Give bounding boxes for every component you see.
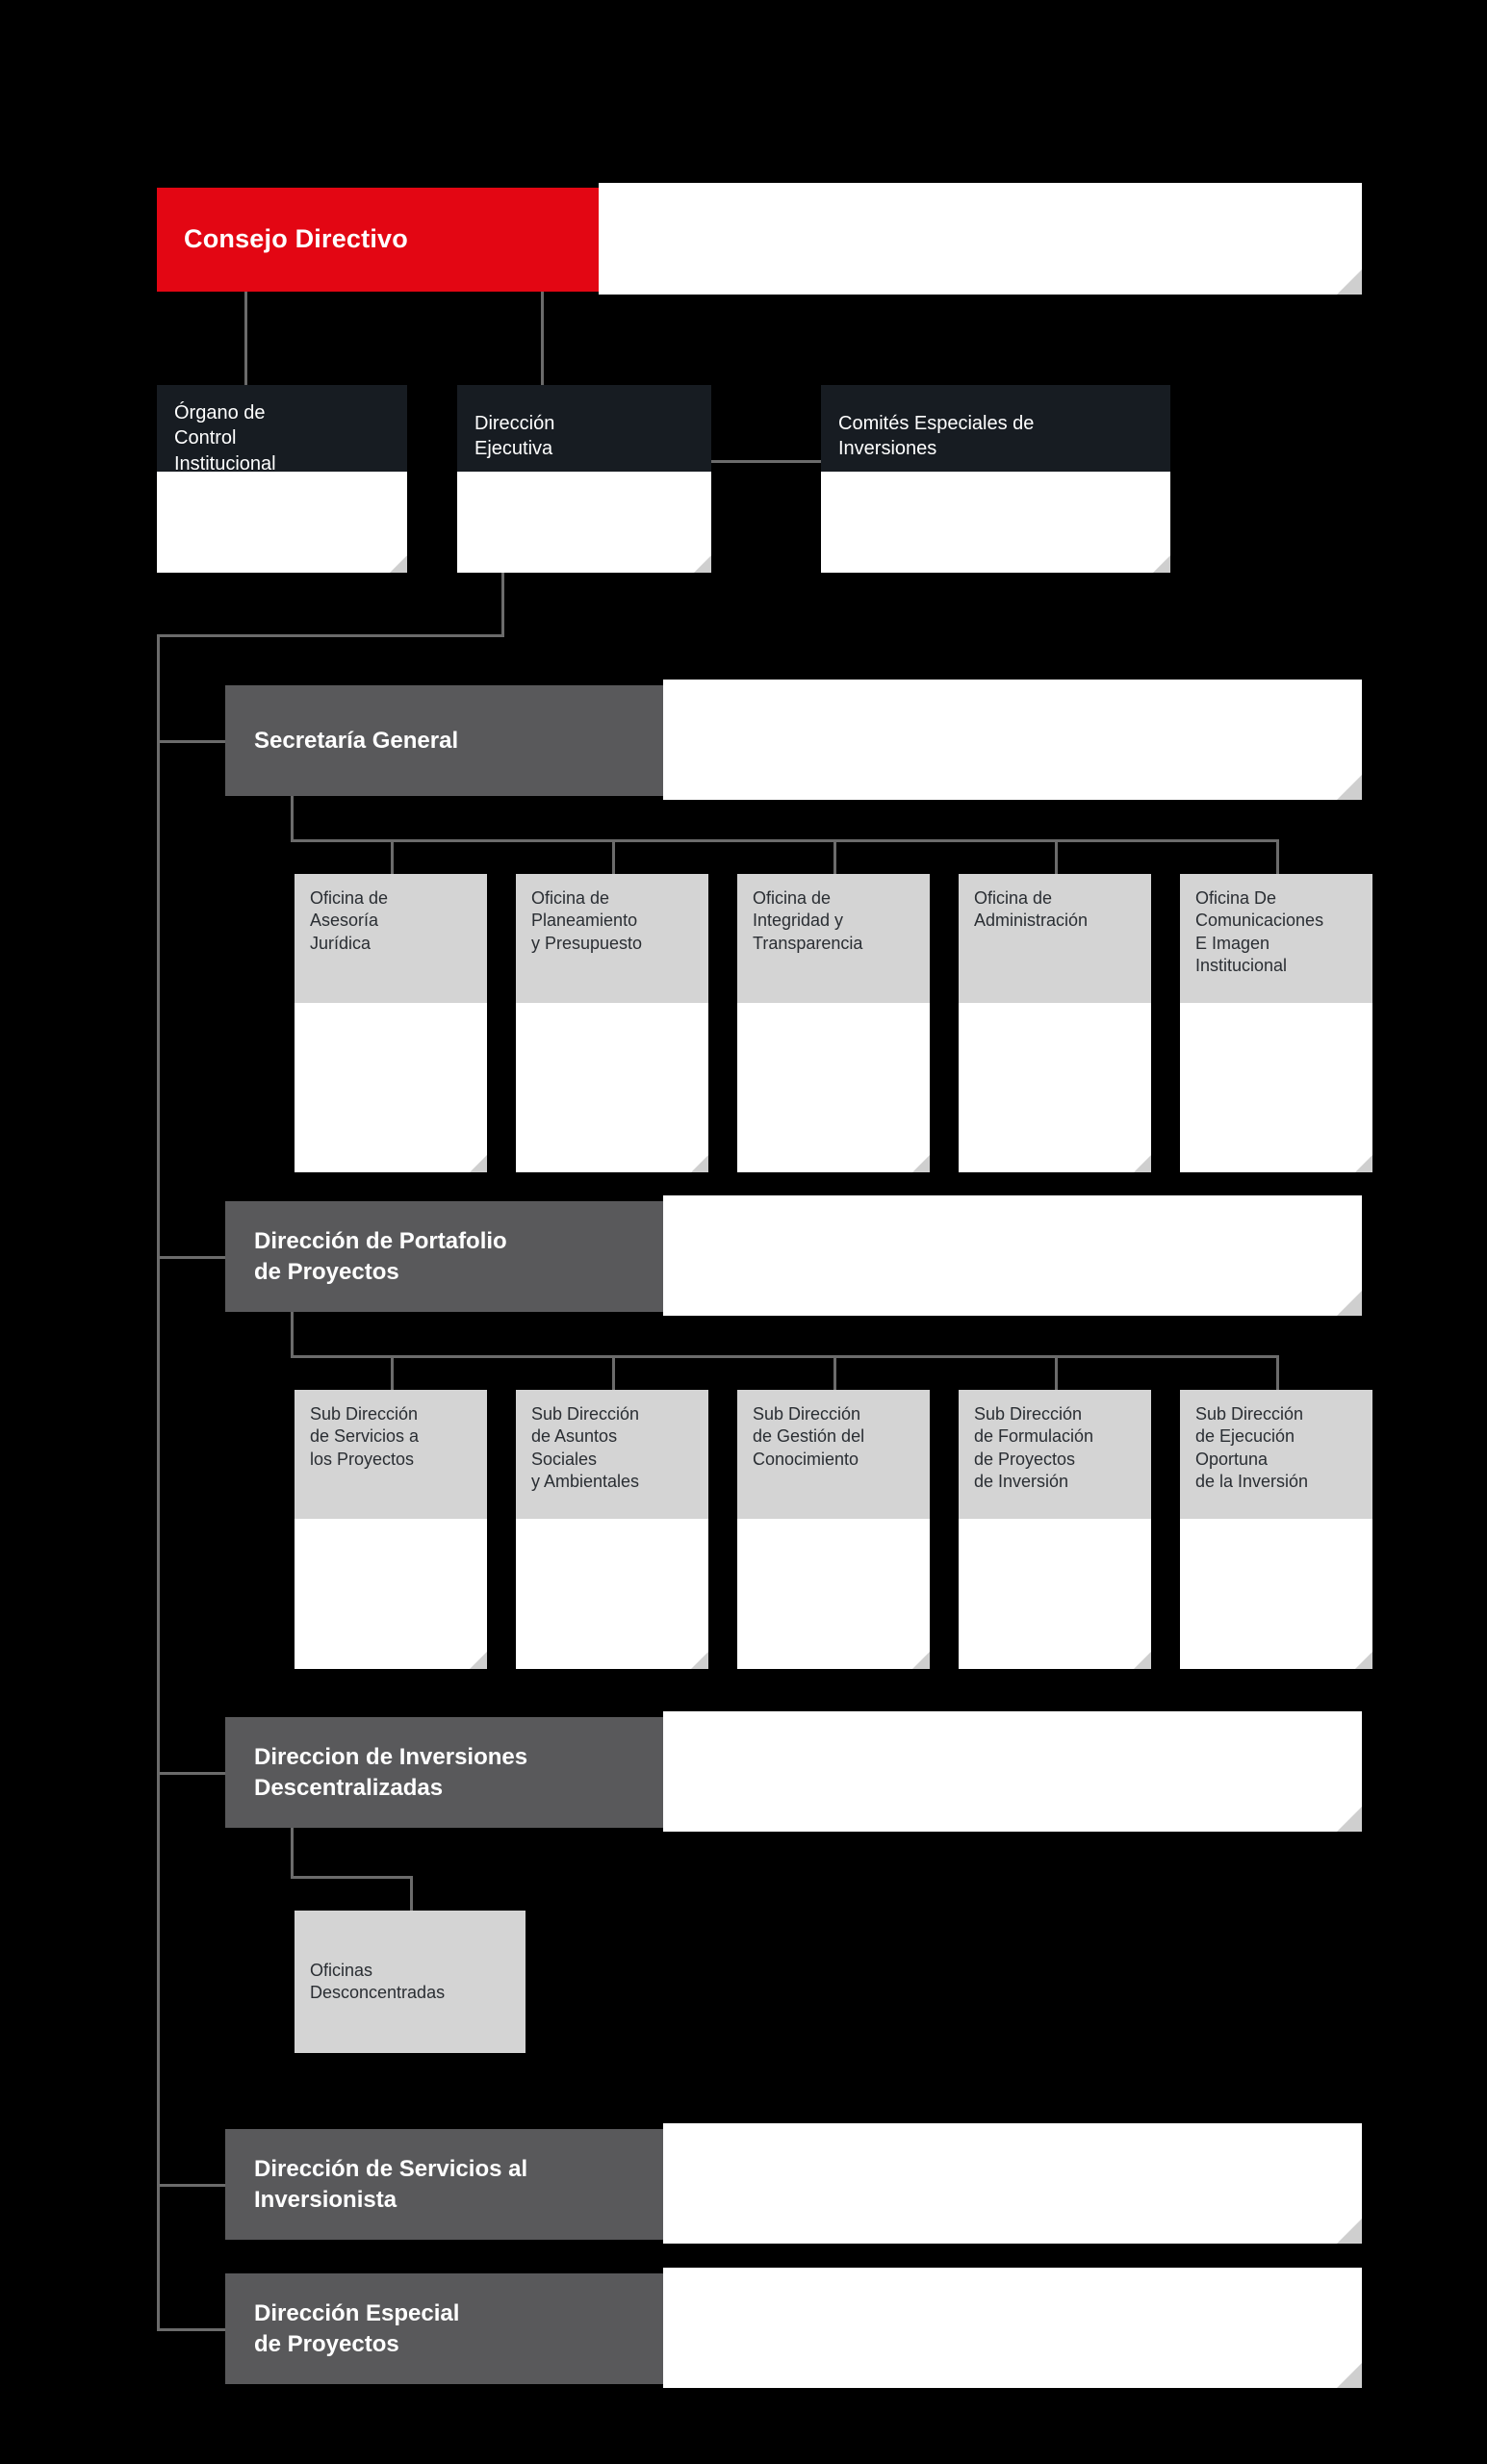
directorate-panel-0	[663, 680, 1362, 800]
connector-distribution-bar-1	[291, 1355, 1278, 1358]
connector-child-drop-0-0	[391, 839, 394, 874]
connector-spine-branch-2	[157, 1772, 225, 1775]
directorate-label-0: Secretaría General	[254, 727, 459, 754]
connector-spine-branch-0	[157, 740, 225, 743]
connector-child-drop-0-2	[833, 839, 836, 874]
connector-ejecutiva-to-comites	[711, 460, 821, 463]
connector-consejo-to-direccion-ejecutiva	[541, 292, 544, 385]
consejo-directivo-card[interactable]: Consejo Directivo	[157, 188, 599, 292]
connector-consejo-to-ocilegacy	[244, 292, 247, 385]
connector-child-drop-0-4	[1276, 839, 1279, 874]
connector-main-spine	[157, 634, 160, 2329]
connector-child-drop-0-1	[612, 839, 615, 874]
connector-child-drop-1-2	[833, 1355, 836, 1390]
connector-child-drop-1-0	[391, 1355, 394, 1390]
connector-child-drop-0-3	[1055, 839, 1058, 874]
connector-child-drop-1-1	[612, 1355, 615, 1390]
connector-directorate-stem-1	[291, 1312, 294, 1355]
tier2-panel-0	[157, 472, 407, 573]
connector-child-drop-1-4	[1276, 1355, 1279, 1390]
directorate-panel-1	[663, 1195, 1362, 1316]
connector-directorate-stem-0	[291, 796, 294, 839]
directorate-panel-2	[663, 1711, 1362, 1832]
connector-spine-top	[157, 634, 504, 637]
connector-spine-branch-3	[157, 2184, 225, 2187]
connector-distribution-bar-0	[291, 839, 1278, 842]
connector-ejecutiva-down	[501, 573, 504, 637]
connector-child-drop-2-0	[410, 1876, 413, 1911]
connector-directorate-stem-2	[291, 1828, 294, 1876]
connector-spine-branch-4	[157, 2328, 225, 2331]
connector-distribution-bar-2	[291, 1876, 412, 1879]
tier2-panel-2	[821, 472, 1170, 573]
consejo-directivo-panel	[599, 183, 1362, 295]
connector-spine-branch-1	[157, 1256, 225, 1259]
directorate-card-0[interactable]: Secretaría General	[225, 685, 663, 796]
directorate-panel-4	[663, 2268, 1362, 2388]
tier2-panel-1	[457, 472, 711, 573]
directorate-panel-3	[663, 2123, 1362, 2244]
connector-child-drop-1-3	[1055, 1355, 1058, 1390]
consejo-directivo-label: Consejo Directivo	[184, 224, 408, 254]
